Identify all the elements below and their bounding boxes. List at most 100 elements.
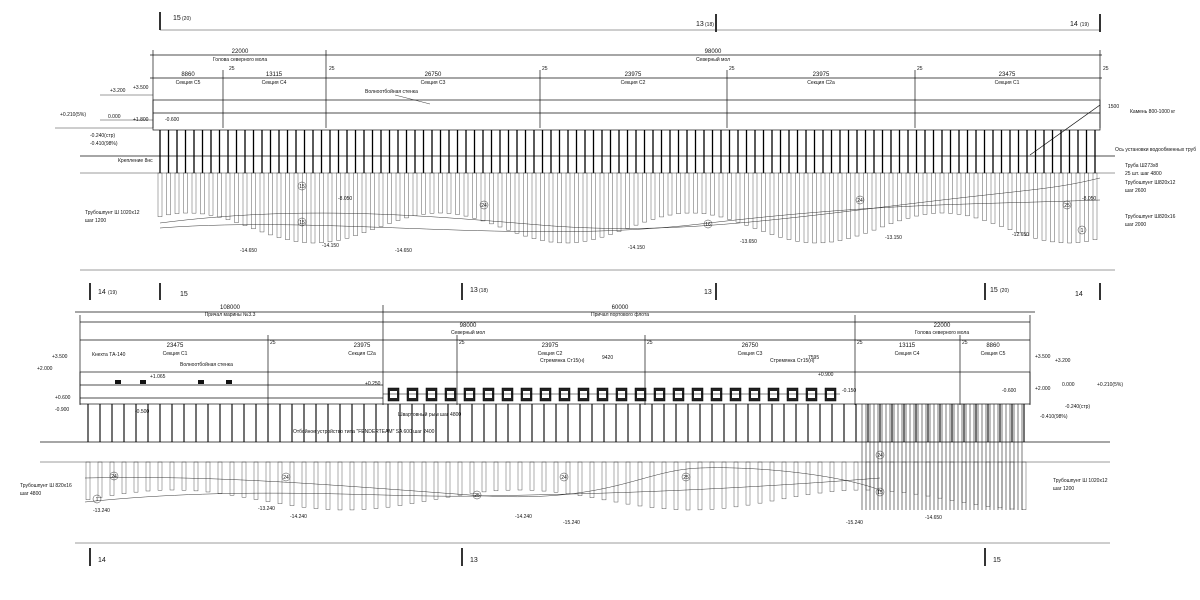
svg-text:+3.200: +3.200 xyxy=(1055,358,1071,364)
svg-text:24: 24 xyxy=(857,198,863,204)
pile xyxy=(181,461,187,491)
svg-text:Волноотбойная стенка: Волноотбойная стенка xyxy=(180,361,233,368)
pile xyxy=(557,172,562,244)
pile xyxy=(735,172,741,223)
svg-text:(18): (18) xyxy=(479,288,488,294)
pile xyxy=(803,172,809,243)
fender-inner xyxy=(466,391,473,398)
pile xyxy=(310,172,316,244)
svg-text:-15.240: -15.240 xyxy=(846,520,863,526)
pile xyxy=(905,172,911,219)
svg-text:22000: 22000 xyxy=(934,323,951,329)
svg-text:Секция С5: Секция С5 xyxy=(981,351,1006,357)
pile xyxy=(469,461,475,494)
svg-text:Ось установки водообменных тру: Ось установки водообменных труб xyxy=(1115,147,1196,153)
svg-text:25: 25 xyxy=(474,493,480,499)
pile xyxy=(582,172,588,242)
svg-text:22000: 22000 xyxy=(232,49,249,55)
pile xyxy=(133,461,139,493)
pile xyxy=(1092,172,1098,240)
svg-text:1: 1 xyxy=(1081,228,1084,234)
bollard-icon xyxy=(115,380,121,384)
pile xyxy=(191,172,197,214)
fender-inner xyxy=(523,391,530,398)
pile xyxy=(721,461,727,509)
pile xyxy=(871,172,877,231)
svg-text:+3.500: +3.500 xyxy=(52,354,68,360)
svg-text:Швартовный рым шаг 4800: Швартовный рым шаг 4800 xyxy=(398,411,461,418)
svg-text:98000: 98000 xyxy=(460,323,477,329)
pile xyxy=(913,461,919,495)
svg-text:13: 13 xyxy=(704,289,712,296)
svg-text:+0.900: +0.900 xyxy=(818,372,834,378)
svg-text:24: 24 xyxy=(283,475,289,481)
pile xyxy=(285,172,290,240)
svg-text:-0.500: -0.500 xyxy=(135,409,149,415)
svg-text:+0.600: +0.600 xyxy=(55,395,71,401)
svg-text:13: 13 xyxy=(470,557,478,564)
fender-inner xyxy=(675,391,682,398)
pile xyxy=(472,172,477,219)
top-marker-b: 13 xyxy=(696,21,704,28)
svg-text:+3.500: +3.500 xyxy=(133,85,149,91)
pile xyxy=(1084,172,1089,242)
pile xyxy=(949,461,955,501)
pile xyxy=(404,172,409,219)
pile xyxy=(786,172,792,240)
svg-text:-14.150: -14.150 xyxy=(628,245,645,251)
svg-text:Секция С4: Секция С4 xyxy=(262,80,287,86)
pile xyxy=(276,172,282,238)
svg-text:Труба Ш273х8: Труба Ш273х8 xyxy=(1125,163,1158,169)
svg-text:-0.410(98%): -0.410(98%) xyxy=(1040,414,1068,420)
pile xyxy=(505,461,511,491)
pile xyxy=(1007,172,1013,230)
pile xyxy=(841,461,847,491)
svg-text:-14.650: -14.650 xyxy=(395,248,412,254)
pile xyxy=(778,172,783,238)
fender-inner xyxy=(428,391,435,398)
pile xyxy=(514,172,520,234)
pile xyxy=(121,461,127,494)
pile xyxy=(649,461,655,508)
pile xyxy=(718,172,724,218)
pile xyxy=(433,461,439,500)
pile xyxy=(889,461,895,492)
pile xyxy=(577,461,583,496)
svg-text:Трубошпунт Ш820х16: Трубошпунт Ш820х16 xyxy=(1125,214,1176,220)
pile xyxy=(965,172,970,217)
pile xyxy=(446,172,452,214)
pile xyxy=(277,461,283,504)
pile xyxy=(234,172,239,223)
pile xyxy=(761,172,766,232)
svg-text:24: 24 xyxy=(561,475,567,481)
pile xyxy=(200,172,205,215)
pile xyxy=(229,461,235,496)
pile xyxy=(1016,172,1021,234)
svg-text:Крепление 8нс: Крепление 8нс xyxy=(118,158,153,164)
svg-text:Трубошпунт Ш 1020х12: Трубошпунт Ш 1020х12 xyxy=(85,210,140,216)
pile xyxy=(493,461,499,492)
pile xyxy=(421,461,427,502)
svg-text:23975: 23975 xyxy=(625,72,642,78)
pile xyxy=(183,172,188,214)
pile xyxy=(973,172,979,219)
svg-text:Секция С2а: Секция С2а xyxy=(807,80,835,86)
pile xyxy=(642,172,647,223)
svg-text:25: 25 xyxy=(1103,66,1109,72)
pile xyxy=(1033,172,1038,239)
fender-inner xyxy=(751,391,758,398)
pile xyxy=(599,172,605,238)
pile xyxy=(854,172,860,237)
pile xyxy=(251,172,256,230)
pile xyxy=(1009,461,1015,510)
svg-text:1500: 1500 xyxy=(1108,104,1119,110)
pile xyxy=(591,172,596,240)
bottom-profile: 13 (18) 108000 Причал марины №3.3 60000 … xyxy=(20,283,1123,566)
svg-text:-0.150: -0.150 xyxy=(842,388,856,394)
svg-text:25: 25 xyxy=(229,66,235,72)
pile xyxy=(319,172,324,243)
svg-text:(18): (18) xyxy=(705,22,714,28)
pile xyxy=(948,172,953,214)
pile xyxy=(990,172,996,224)
